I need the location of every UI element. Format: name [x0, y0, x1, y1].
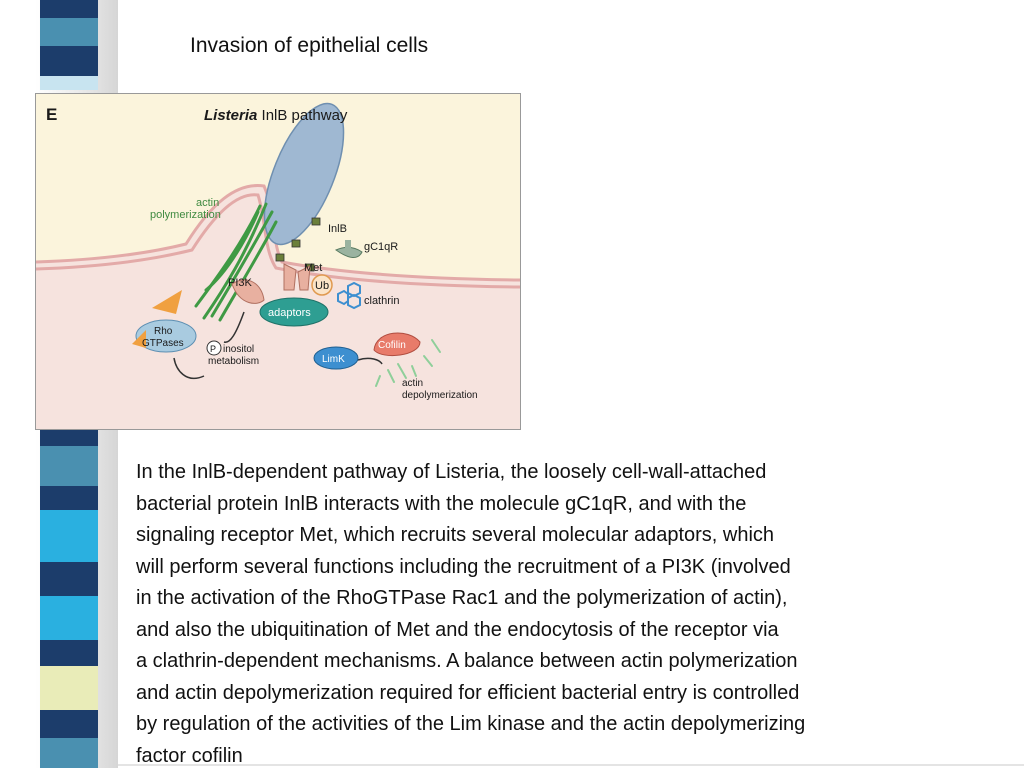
- stripe-segment: [40, 446, 98, 486]
- stripe-segment: [40, 0, 98, 18]
- label-limk: LimK: [322, 354, 345, 365]
- label-met: Met: [304, 262, 322, 274]
- figure-heading-rest: InlB pathway: [257, 107, 348, 124]
- paragraph-line: by regulation of the activities of the L…: [136, 709, 1006, 741]
- paragraph-line: and also the ubiquitination of Met and t…: [136, 615, 1006, 647]
- label-actin-polymerization-2: polymerization: [150, 209, 221, 221]
- stripe-segment: [40, 430, 98, 446]
- paragraph-line: will perform several functions including…: [136, 552, 1006, 584]
- slide-paragraph: In the InlB-dependent pathway of Listeri…: [136, 457, 1006, 772]
- stripe-segment: [40, 486, 98, 510]
- stripe-segment: [40, 738, 98, 768]
- stripe-segment: [40, 510, 98, 562]
- inlb-molecule: [312, 218, 320, 225]
- label-cofilin: Cofilin: [378, 340, 406, 351]
- stripe-segment: [40, 18, 98, 46]
- paragraph-line: factor cofilin: [136, 741, 1006, 772]
- bottom-divider: [118, 764, 1024, 766]
- stripe-segment: [40, 76, 98, 90]
- label-metabolism: metabolism: [208, 356, 259, 367]
- stripe-segment: [40, 710, 98, 738]
- stripe-segment: [40, 46, 98, 76]
- figure-heading-italic: Listeria: [204, 107, 257, 124]
- label-inositol: inositol: [223, 344, 254, 355]
- gc1qr-stem: [345, 240, 351, 250]
- label-inlb: InlB: [328, 223, 347, 235]
- paragraph-line: and actin depolymerization required for …: [136, 678, 1006, 710]
- label-gtpases: GTPases: [142, 338, 184, 349]
- slide-title: Invasion of epithelial cells: [190, 34, 428, 58]
- label-pi3k: PI3K: [228, 277, 253, 289]
- label-phosphate: P: [210, 344, 216, 354]
- stripe-segment: [40, 562, 98, 596]
- label-gc1qr: gC1qR: [364, 241, 398, 253]
- inlb-molecule: [292, 240, 300, 247]
- stripe-segment: [40, 596, 98, 640]
- stripe-segment: [40, 666, 98, 710]
- label-adaptors: adaptors: [268, 307, 311, 319]
- label-ub: Ub: [315, 280, 329, 292]
- inlb-pathway-figure: E Listeria InlB pathway actin polymeriza…: [35, 93, 521, 430]
- label-actin-depolymerization-2: depolymerization: [402, 390, 478, 401]
- label-actin-polymerization-1: actin: [196, 197, 219, 209]
- paragraph-line: In the InlB-dependent pathway of Listeri…: [136, 457, 1006, 489]
- inlb-molecule: [276, 254, 284, 261]
- stripe-segment: [40, 640, 98, 666]
- label-actin-depolymerization-1: actin: [402, 378, 423, 389]
- label-rho: Rho: [154, 326, 173, 337]
- figure-heading: Listeria InlB pathway: [204, 107, 348, 124]
- label-clathrin: clathrin: [364, 295, 399, 307]
- paragraph-line: bacterial protein InlB interacts with th…: [136, 489, 1006, 521]
- paragraph-line: in the activation of the RhoGTPase Rac1 …: [136, 583, 1006, 615]
- paragraph-line: signaling receptor Met, which recruits s…: [136, 520, 1006, 552]
- panel-letter: E: [46, 105, 57, 124]
- paragraph-line: a clathrin-dependent mechanisms. A balan…: [136, 646, 1006, 678]
